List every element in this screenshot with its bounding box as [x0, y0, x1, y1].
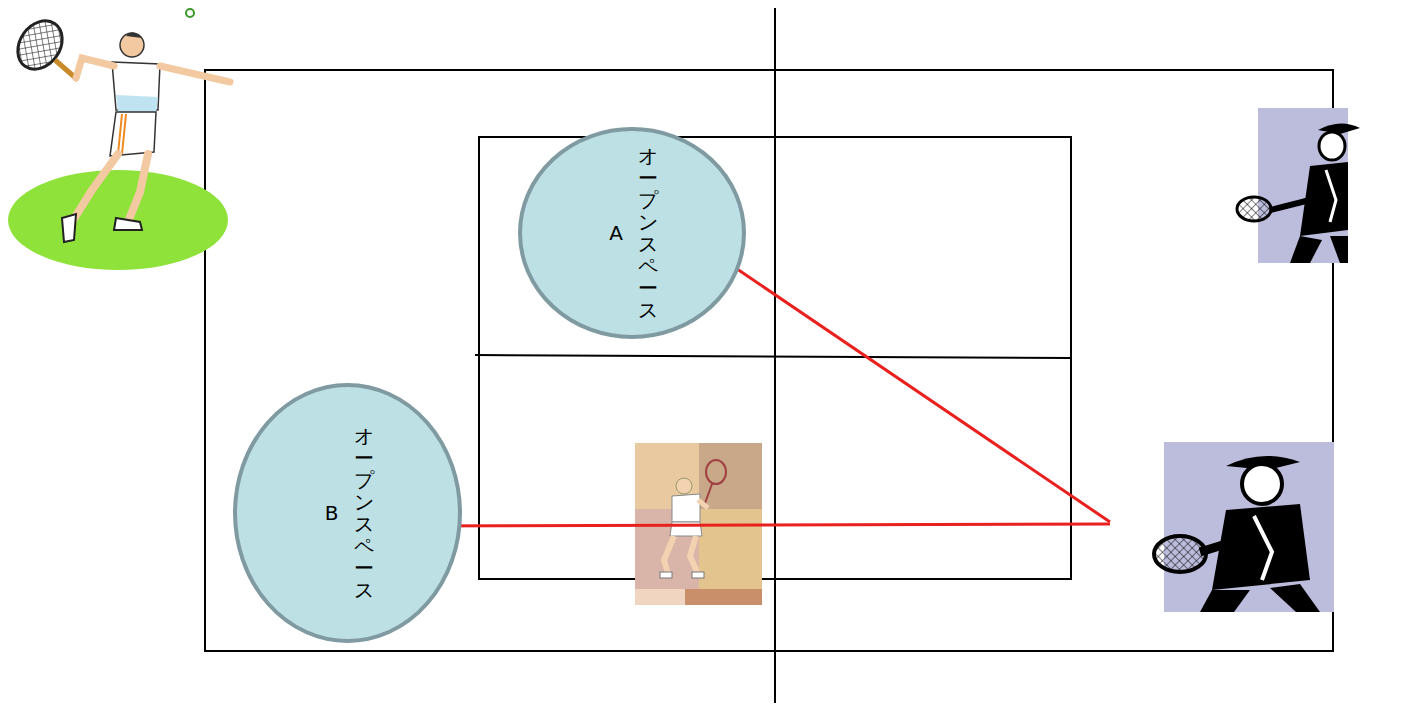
opponent-figure [1154, 442, 1334, 612]
server-figure [8, 9, 230, 270]
ellipse-outline [233, 383, 462, 643]
text-holder: オープンスペース B [233, 383, 462, 643]
open-space-label: オープンスペース [638, 145, 658, 321]
open-space-label: B [322, 502, 342, 524]
net-line [774, 8, 776, 703]
shot-arrow [394, 218, 1110, 526]
court-lines [205, 70, 1333, 651]
open-space-ellipse: オープンスペース A [518, 127, 746, 339]
text-holder: オープンスペース A [518, 127, 746, 339]
open-space-label: オープンスペース [354, 425, 374, 601]
open-space-label: A [606, 222, 626, 244]
ellipse-outline [518, 127, 746, 339]
open-space-ellipse: オープンスペース B [233, 383, 462, 643]
opponent-figure [1237, 108, 1360, 263]
